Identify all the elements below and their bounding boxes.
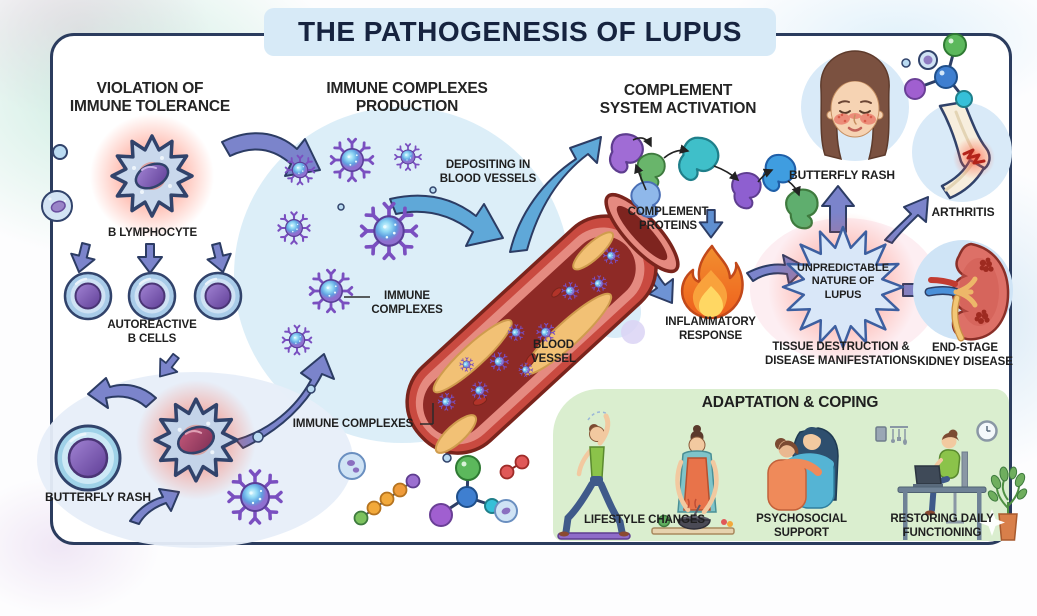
hugging-figures-icon <box>767 426 839 511</box>
label-line: UNPREDICTABLE <box>797 262 889 274</box>
small-cells-icon <box>338 452 518 523</box>
label-line: PROTEINS <box>639 220 697 233</box>
knee-arthritis-icon <box>912 100 1012 202</box>
label-immune-complexes-bottom: IMMUNE COMPLEXES <box>292 418 414 430</box>
label-line: NATURE OF <box>811 275 875 288</box>
label-butterfly-rash-left: BUTTERFLY RASH <box>45 490 151 504</box>
b-lymphocyte-icon <box>110 134 194 218</box>
desk-figure-icon <box>875 420 1028 541</box>
label-arthritis: ARTHRITIS <box>931 205 995 219</box>
cooking-figure-icon <box>651 425 735 535</box>
blood-vessel-icon <box>405 192 680 455</box>
label-line: RESTORING DAILY <box>890 513 994 525</box>
arrow-vessel-to-complement <box>509 136 602 253</box>
label-end-stage-kidney: END-STAGE KIDNEY DISEASE <box>915 341 1015 369</box>
label-tissue-destruction: TISSUE DESTRUCTION & DISEASE MANIFESTATI… <box>760 340 922 368</box>
label-line: COMPLEMENT <box>627 206 709 218</box>
label-complement-proteins: COMPLEMENT PROTEINS <box>612 205 724 233</box>
small-b-cell-icon <box>41 190 73 222</box>
plant-icon <box>987 466 1028 541</box>
illustration-canvas <box>37 33 1028 548</box>
flame-icon <box>680 244 744 320</box>
molecule-icon-bottom <box>429 453 500 527</box>
heading-line: PRODUCTION <box>355 97 459 115</box>
arrow-depositing <box>389 194 504 247</box>
arrow-split-center <box>137 243 163 274</box>
arrow-split-left <box>66 240 99 277</box>
label-line: FUNCTIONING <box>902 527 982 540</box>
heading-line: IMMUNE COMPLEXES <box>326 80 488 97</box>
label-line: VESSEL <box>531 353 576 366</box>
kidney-icon <box>913 240 1013 342</box>
autoreactive-b-cells-icon <box>63 271 243 321</box>
label-psychosocial-support: PSYCHOSOCIAL SUPPORT <box>744 512 859 540</box>
label-line: AUTOREACTIVE <box>107 319 197 331</box>
arrow-split-right <box>203 240 236 277</box>
label-butterfly-rash-right: BUTTERFLY RASH <box>789 168 895 182</box>
complement-step-arrows <box>632 136 801 197</box>
label-line: RESPONSE <box>678 330 743 343</box>
label-line: PSYCHOSOCIAL <box>756 513 847 525</box>
arrow-butterfly-rash-left <box>129 488 180 525</box>
label-line: BLOOD <box>532 339 575 351</box>
flow-arrows <box>66 132 947 525</box>
heading-adaptation: ADAPTATION & COPING <box>701 394 879 411</box>
label-b-lymphocyte: B LYMPHOCYTE <box>107 227 198 239</box>
heading-line: VIOLATION OF <box>96 80 204 97</box>
activated-cell-icon <box>153 397 239 483</box>
heading-line: IMMUNE TOLERANCE <box>69 97 231 115</box>
bead-chain-icon <box>353 473 421 526</box>
label-inflammatory-response: INFLAMMATORY RESPONSE <box>648 315 773 343</box>
heading-line: COMPLEMENT <box>623 82 733 99</box>
heading-complement: COMPLEMENT SYSTEM ACTIVATION <box>588 82 768 117</box>
label-line: IMMUNE <box>383 290 431 302</box>
page-title: THE PATHOGENESIS OF LUPUS <box>264 8 776 56</box>
label-lifestyle-changes: LIFESTYLE CHANGES <box>584 514 705 526</box>
yoga-figure-icon <box>557 411 631 540</box>
arrow-starburst-to-knee <box>884 196 929 244</box>
label-blood-vessel: BLOOD VESSEL <box>516 338 591 366</box>
label-line: DISEASE MANIFESTATIONS <box>765 355 917 368</box>
label-line: LUPUS <box>824 288 862 301</box>
label-line: SUPPORT <box>774 527 829 540</box>
sparkle-icon <box>979 509 1005 536</box>
complement-proteins-icon <box>606 130 827 234</box>
label-restoring-daily: RESTORING DAILY FUNCTIONING <box>878 512 1006 540</box>
label-unpredictable-nature: UNPREDICTABLE NATURE OF LUPUS <box>795 262 891 302</box>
face-butterfly-rash-icon <box>801 50 909 161</box>
label-autoreactive-b-cells: AUTOREACTIVE B CELLS <box>92 318 212 346</box>
label-line: KIDNEY DISEASE <box>917 356 1013 369</box>
label-immune-complexes-mid: IMMUNE COMPLEXES <box>352 289 462 317</box>
starburst-icon <box>768 212 918 362</box>
label-line: DEPOSITING IN <box>445 159 531 171</box>
heading-line: SYSTEM ACTIVATION <box>599 99 757 117</box>
heading-violation: VIOLATION OF IMMUNE TOLERANCE <box>65 80 235 115</box>
immune-complexes-cluster-icon <box>252 137 437 443</box>
round-b-cell-icon <box>54 424 122 492</box>
arrow-activated-cell-to-round-cell <box>87 377 157 409</box>
label-line: INFLAMMATORY <box>665 316 756 328</box>
small-cell-icon <box>52 144 68 160</box>
label-line: TISSUE DESTRUCTION & <box>772 341 910 353</box>
heading-production: IMMUNE COMPLEXES PRODUCTION <box>312 80 502 115</box>
arrow-cell-to-production <box>235 353 335 449</box>
label-line: B CELLS <box>127 333 177 346</box>
label-depositing: DEPOSITING IN BLOOD VESSELS <box>428 158 548 186</box>
label-connectors <box>344 296 434 425</box>
label-line: BLOOD VESSELS <box>439 173 537 186</box>
molecule-icon-top-right <box>901 33 973 108</box>
label-line: COMPLEXES <box>371 304 443 317</box>
red-beads-icon <box>499 454 530 480</box>
label-line: END-STAGE <box>932 342 998 354</box>
